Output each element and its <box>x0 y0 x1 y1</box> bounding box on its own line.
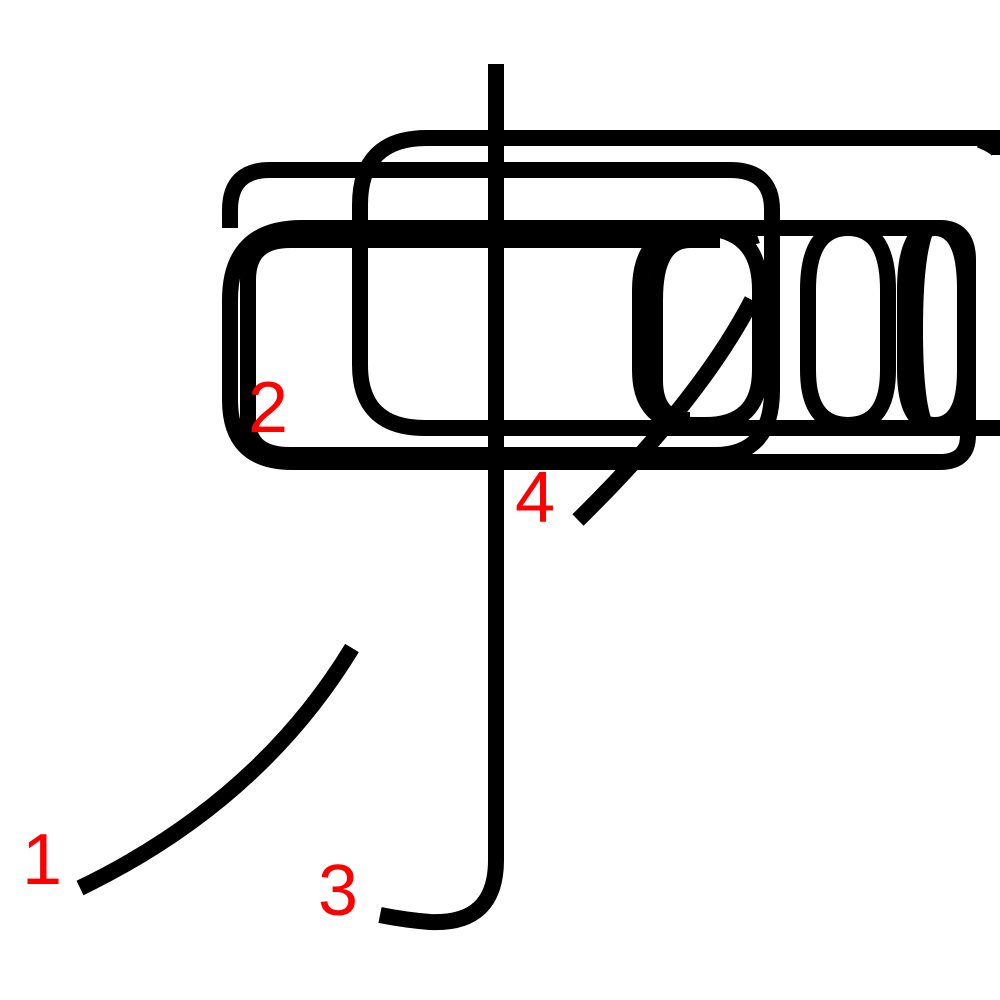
stroke-label-2: 2 <box>248 368 288 448</box>
stroke-label-1: 1 <box>22 820 62 900</box>
stroke-3 <box>378 64 504 931</box>
stroke-label-3: 3 <box>318 851 358 931</box>
stroke-1 <box>76 643 359 896</box>
stroke-label-4: 4 <box>515 458 555 538</box>
stroke-4 <box>572 296 760 526</box>
stroke-2 <box>222 130 1000 470</box>
